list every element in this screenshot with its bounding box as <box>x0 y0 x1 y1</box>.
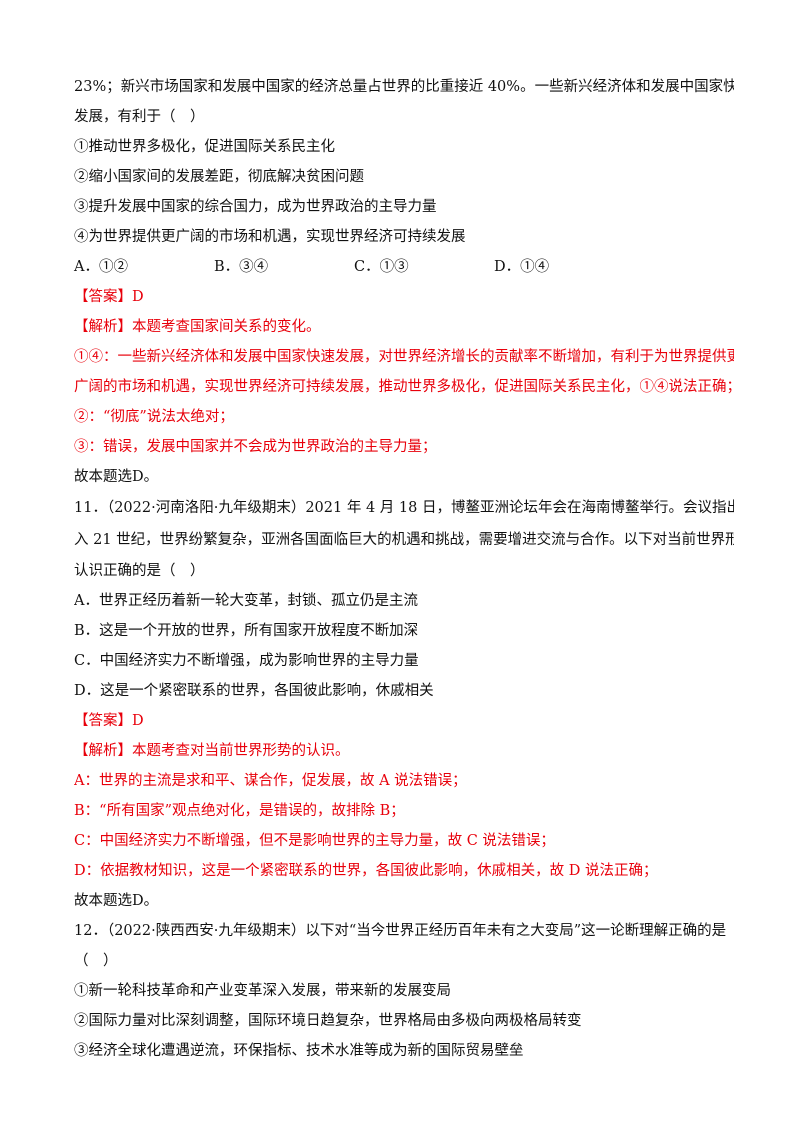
q11-option-d: D．这是一个紧密联系的世界，各国彼此影响，休戚相关 <box>74 683 434 699</box>
q10-analysis-line-1: ①④：一些新兴经济体和发展中国家快速发展，对世界经济增长的贡献率不断增加，有利于… <box>74 349 734 365</box>
q12-item-2: ②国际力量对比深刻调整，国际环境日趋复杂，世界格局由多极向两极格局转变 <box>74 1013 582 1029</box>
q11-conclusion: 故本题选D。 <box>74 893 159 909</box>
q11-option-c: C．中国经济实力不断增强，成为影响世界的主导力量 <box>74 653 419 669</box>
q11-analysis-heading: 【解析】本题考查对当前世界形势的认识。 <box>74 743 350 759</box>
q10-analysis-line-2: 广阔的市场和机遇，实现世界经济可持续发展，推动世界多极化，促进国际关系民主化，①… <box>74 379 734 395</box>
q10-answer: 【答案】D <box>74 289 144 305</box>
q10-item-2: ②缩小国家间的发展差距，彻底解决贫困问题 <box>74 169 364 185</box>
q10-item-3: ③提升发展中国家的综合国力，成为世界政治的主导力量 <box>74 199 437 215</box>
q10-option-a: A．①② <box>74 259 128 275</box>
q11-analysis-a: A：世界的主流是求和平、谋合作，促发展，故 A 说法错误； <box>74 773 467 789</box>
q10-item-1: ①推动世界多极化，促进国际关系民主化 <box>74 139 335 155</box>
q12-stem-line-2: （ ） <box>74 953 118 969</box>
q11-stem-line-3: 认识正确的是（ ） <box>74 563 205 579</box>
q10-option-c: C．①③ <box>354 259 409 275</box>
document-page: 23%；新兴市场国家和发展中国家的经济总量占世界的比重接近 40%。一些新兴经济… <box>74 72 734 1066</box>
q10-option-b: B．③④ <box>214 259 269 275</box>
q10-analysis-heading: 【解析】本题考查国家间关系的变化。 <box>74 319 321 335</box>
q10-conclusion: 故本题选D。 <box>74 469 159 485</box>
q10-options: A．①② B．③④ C．①③ D．①④ <box>74 252 734 282</box>
q11-analysis-b: B：“所有国家”观点绝对化，是错误的，故排除 B； <box>74 803 405 819</box>
q11-option-a: A．世界正经历着新一轮大变革，封锁、孤立仍是主流 <box>74 593 418 609</box>
q11-stem-line-1: 11．（2022·河南洛阳·九年级期末）2021 年 4 月 18 日，博鳌亚洲… <box>74 500 734 516</box>
q11-stem-line-2: 入 21 世纪，世界纷繁复杂，亚洲各国面临巨大的机遇和挑战，需要增进交流与合作。… <box>74 532 734 548</box>
q11-option-b: B．这是一个开放的世界，所有国家开放程度不断加深 <box>74 623 419 639</box>
q10-item-4: ④为世界提供更广阔的市场和机遇，实现世界经济可持续发展 <box>74 229 466 245</box>
q10-stem-line-2: 发展，有利于（ ） <box>74 109 205 125</box>
q11-analysis-c: C：中国经济实力不断增强，但不是影响世界的主导力量，故 C 说法错误； <box>74 833 555 849</box>
q12-item-1: ①新一轮科技革命和产业变革深入发展，带来新的发展变局 <box>74 983 451 999</box>
q11-analysis-d: D：依据教材知识，这是一个紧密联系的世界，各国彼此影响，休戚相关，故 D 说法正… <box>74 863 658 879</box>
q10-option-d: D．①④ <box>494 259 550 275</box>
q12-stem-line-1: 12．（2022·陕西西安·九年级期末）以下对“当今世界正经历百年未有之大变局”… <box>74 923 727 939</box>
q10-stem-line-1: 23%；新兴市场国家和发展中国家的经济总量占世界的比重接近 40%。一些新兴经济… <box>74 79 734 95</box>
q11-answer: 【答案】D <box>74 713 144 729</box>
q10-analysis-line-4: ③：错误，发展中国家并不会成为世界政治的主导力量； <box>74 439 437 455</box>
q10-analysis-line-3: ②：“彻底”说法太绝对； <box>74 409 234 425</box>
q12-item-3: ③经济全球化遭遇逆流，环保指标、技术水准等成为新的国际贸易壁垒 <box>74 1043 524 1059</box>
